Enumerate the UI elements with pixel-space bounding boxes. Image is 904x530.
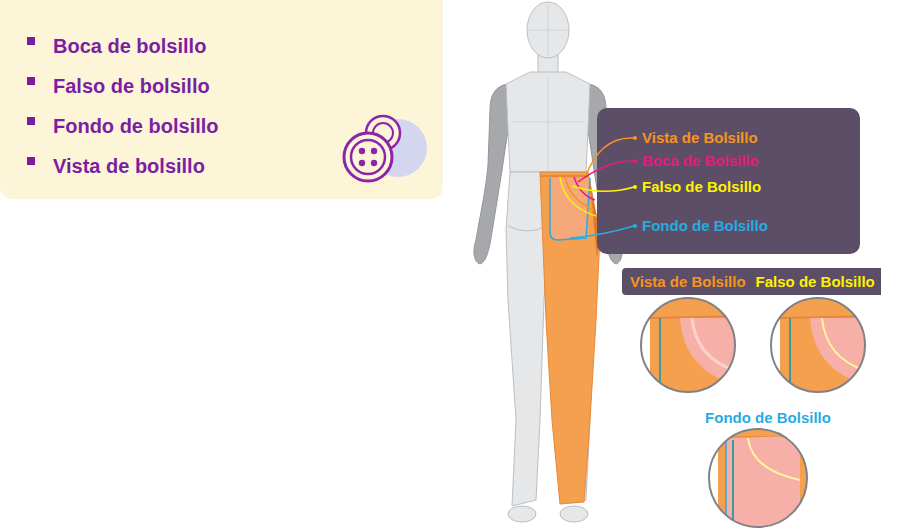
pocket-mouth (574, 177, 595, 200)
torso-guide (512, 122, 584, 123)
pocket-facing (565, 177, 594, 210)
part-label: Vista de Bolsillo (630, 271, 746, 292)
right-foot (560, 506, 588, 522)
bullet-item: Boca de bolsillo (53, 34, 423, 58)
part-label: Fondo de Bolsillo (642, 216, 844, 236)
terms-panel: Boca de bolsilloFalso de bolsilloFondo d… (0, 0, 443, 199)
head (527, 2, 569, 58)
part-label: Falso de Bolsillo (642, 177, 844, 197)
detail-falso (760, 290, 880, 400)
pocket-false (560, 177, 596, 216)
detail-circle (771, 298, 865, 392)
detail-vista (630, 290, 750, 400)
head-guide (528, 30, 568, 31)
left-arm (474, 84, 508, 264)
callout-panel: Vista de BolsilloBoca de BolsilloFalso d… (597, 108, 860, 254)
part-label: Falso de Bolsillo (756, 271, 875, 292)
detail-circle (709, 429, 807, 527)
bullet-item: Fondo de bolsillo (53, 114, 423, 138)
bullet-item: Falso de bolsillo (53, 74, 423, 98)
part-label: Boca de Bolsillo (642, 151, 844, 171)
left-foot (508, 506, 536, 522)
detail-fondo (700, 425, 820, 530)
pants-leg (540, 172, 600, 504)
waistband (540, 175, 588, 177)
hip-line (508, 226, 546, 231)
part-label: Vista de Bolsillo (642, 128, 844, 148)
torso (506, 72, 590, 172)
bullet-item: Vista de bolsillo (53, 154, 423, 178)
detail-circle (641, 298, 735, 392)
detail-caption: Fondo de Bolsillo (705, 408, 831, 428)
legend-bar: Vista de Bolsillo Falso de Bolsillo (622, 268, 881, 295)
pocket-bag (550, 178, 590, 240)
torso-guide (548, 78, 549, 172)
